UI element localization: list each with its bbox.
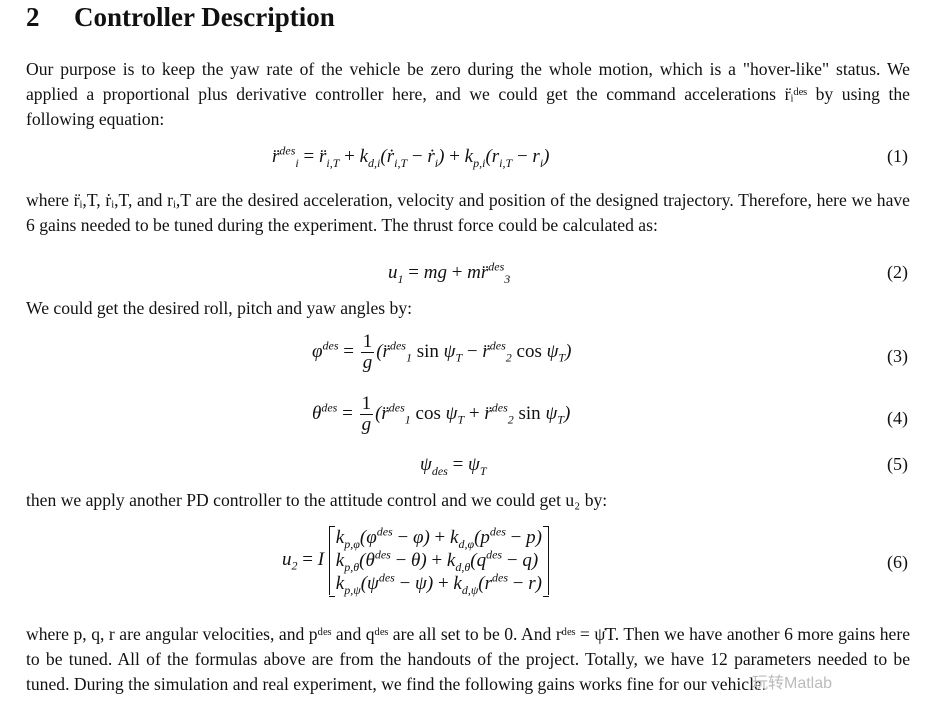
equation-5: ψdes = ψT (5)	[0, 454, 932, 494]
section-number: 2	[26, 2, 40, 32]
paragraph-trajectory: where r̈ᵢ,T, ṙᵢ,T, and rᵢ,T are the desi…	[26, 190, 910, 235]
equation-4-number: (4)	[887, 408, 908, 428]
paragraph-angles: We could get the desired roll, pitch and…	[26, 298, 413, 318]
equation-2-number: (2)	[887, 262, 908, 282]
paragraph-gains: where p, q, r are angular velocities, an…	[26, 624, 910, 694]
gain-matrix: kp,φ(φdes − φ) + kd,φ(pdes − p)kp,θ(θdes…	[328, 526, 550, 597]
equation-1-number: (1)	[887, 146, 908, 166]
equation-6-number: (6)	[887, 552, 908, 572]
equation-3-number: (3)	[887, 346, 908, 366]
paragraph-intro: Our purpose is to keep the yaw rate of t…	[26, 59, 910, 129]
equation-6: u2 = I kp,φ(φdes − φ) + kd,φ(pdes − p)kp…	[0, 526, 932, 597]
section-title: Controller Description	[74, 2, 335, 32]
section-heading: 2 Controller Description	[26, 2, 335, 33]
equation-6-math: u2 = I kp,φ(φdes − φ) + kd,φ(pdes − p)kp…	[282, 526, 550, 597]
equation-2-math: u1 = mg + mr̈des3	[388, 259, 511, 286]
watermark: 玩转Matlab	[752, 675, 833, 692]
equation-5-math: ψdes = ψT	[420, 454, 487, 478]
equation-1: r̈desi = r̈i,T + kd,i(ṙi,T − ṙi) + kp,i(…	[0, 143, 932, 186]
paragraph-attitude: then we apply another PD controller to t…	[26, 490, 608, 510]
equation-1-math: r̈desi = r̈i,T + kd,i(ṙi,T − ṙi) + kp,i(…	[272, 143, 550, 170]
equation-5-number: (5)	[887, 454, 908, 474]
equation-2: u1 = mg + mr̈des3 (2)	[0, 259, 932, 302]
